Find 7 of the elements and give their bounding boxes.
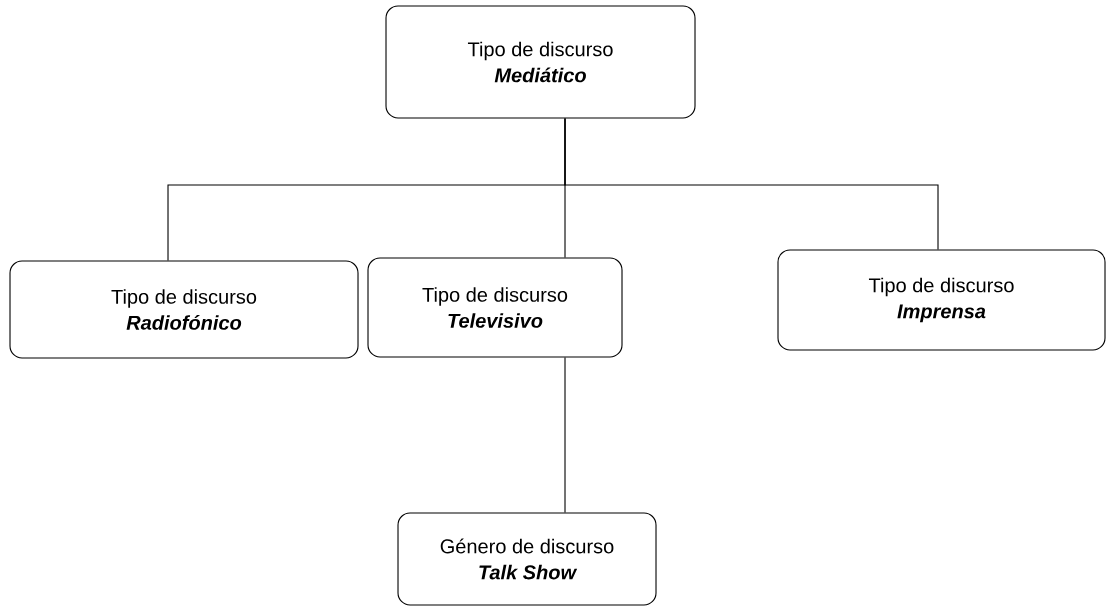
- category-box: Tipo de discurso Mediático: [385, 5, 696, 119]
- category-box: Tipo de discurso Televisivo: [367, 257, 623, 358]
- category-box: Género de discurso Talk Show: [397, 512, 657, 606]
- category-box: Tipo de discurso Imprensa: [777, 249, 1106, 351]
- category-box: Tipo de discurso Radiofónico: [9, 260, 359, 359]
- connector-line: [564, 118, 939, 250]
- connector-line: [564, 357, 566, 513]
